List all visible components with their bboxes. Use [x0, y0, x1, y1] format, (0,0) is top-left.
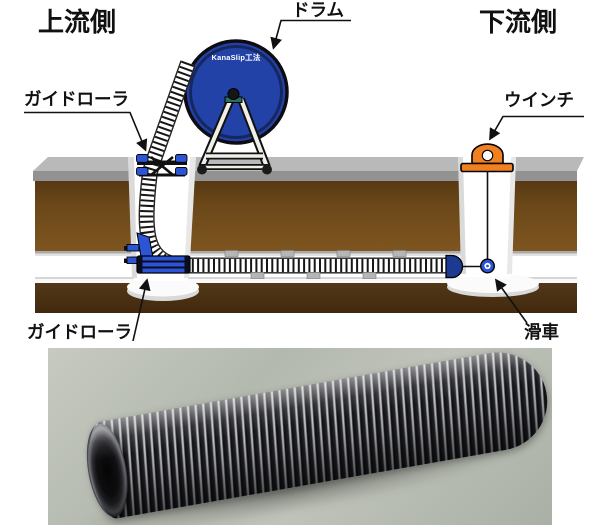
label-winch: ウインチ — [504, 90, 574, 110]
leader-pulley — [494, 278, 528, 324]
pulley — [480, 258, 496, 274]
label-guide-roller-top: ガイドローラ — [24, 89, 129, 109]
leader-drum — [270, 19, 351, 50]
pipe-crown — [35, 251, 577, 254]
leader-guide-roller-bottom — [132, 278, 151, 342]
drum-hub — [227, 88, 240, 100]
liner-pipe-photo — [48, 348, 552, 525]
surface-guide-roller — [136, 154, 188, 177]
stand-wheel-right — [262, 164, 272, 175]
label-downstream: 下流側 — [479, 7, 557, 37]
stand-wheel-left — [197, 164, 207, 175]
label-pulley: 滑車 — [524, 322, 559, 342]
leader-guide-roller-top — [24, 111, 148, 152]
label-upstream: 上流側 — [38, 7, 116, 37]
label-drum: ドラム — [292, 0, 344, 20]
installation-diagram: KanaSlip工法 — [24, 0, 584, 342]
leader-winch — [489, 115, 584, 141]
winch — [460, 143, 514, 173]
liner-spacer-clips — [224, 250, 407, 279]
drum-stand — [197, 88, 272, 175]
drum-brand-text: KanaSlip工法 — [211, 52, 260, 62]
label-guide-roller-bottom: ガイドローラ — [27, 322, 132, 342]
liner-pull-head — [445, 254, 464, 279]
winch-eye — [481, 149, 494, 162]
bottom-guide-roller — [124, 232, 191, 274]
